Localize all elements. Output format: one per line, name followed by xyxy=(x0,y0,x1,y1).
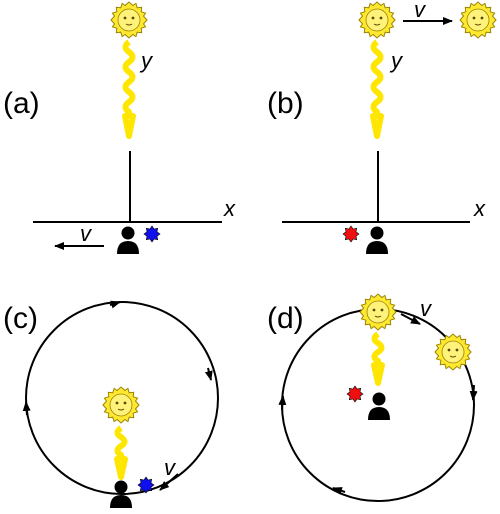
panel-label-b: (b) xyxy=(267,87,304,120)
x-axis-label: x xyxy=(223,196,236,221)
orbit-arrow xyxy=(332,487,346,495)
orbit-arrow xyxy=(22,401,31,416)
person-icon xyxy=(366,226,388,254)
sun-icon xyxy=(102,386,140,424)
orbit-arrow xyxy=(469,384,478,401)
panel-label-c: (c) xyxy=(3,302,38,335)
orbit-circle xyxy=(25,301,219,495)
light-wave-icon xyxy=(122,39,136,139)
velocity-label: v xyxy=(80,221,93,246)
panel-b: (b) v y x xyxy=(267,0,497,254)
blue-star-icon xyxy=(143,225,161,243)
velocity-arrow xyxy=(159,473,179,491)
red-star-icon xyxy=(346,385,364,403)
light-wave-icon xyxy=(370,39,384,139)
light-wave-icon xyxy=(371,331,385,386)
person-icon xyxy=(368,392,390,420)
red-star-icon xyxy=(342,225,360,243)
panel-c: (c) v xyxy=(3,300,219,508)
velocity-label: v xyxy=(414,0,427,22)
orbit-arrow xyxy=(278,395,287,411)
y-axis-label: y xyxy=(139,48,154,73)
panel-label-d: (d) xyxy=(267,302,304,335)
sun-icon xyxy=(359,293,397,331)
x-axis-label: x xyxy=(473,196,486,221)
velocity-arrow xyxy=(400,313,421,325)
y-axis-label: y xyxy=(389,48,404,73)
sun-icon-moved xyxy=(459,1,497,39)
panel-d: (d) v xyxy=(267,293,478,502)
sun-icon xyxy=(110,1,148,39)
panel-a: (a) y x v xyxy=(3,1,236,254)
orbit-arrow xyxy=(109,300,121,309)
panel-label-a: (a) xyxy=(3,87,40,120)
person-icon xyxy=(117,226,139,254)
velocity-label: v xyxy=(420,296,433,321)
velocity-label: v xyxy=(164,455,177,480)
sun-icon-moved xyxy=(434,333,472,371)
blue-star-icon xyxy=(137,476,155,494)
sun-icon xyxy=(358,1,396,39)
light-wave-icon xyxy=(114,425,128,480)
orbit-arrow xyxy=(204,367,213,381)
